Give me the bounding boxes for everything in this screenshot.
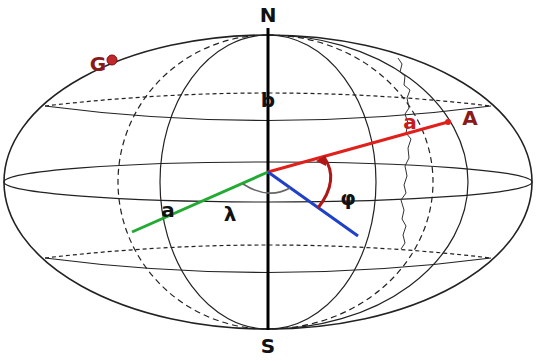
meridian-right [268,35,468,329]
point-label: G [90,54,106,74]
phi-arrowhead [316,155,326,166]
angle-label: φ [340,188,356,208]
angle-label: λ [224,204,237,224]
equatorial-radius [132,172,268,232]
meridian-dashed-right [268,35,433,329]
coastline [398,58,411,249]
pole-label: N [260,5,277,25]
lambda-arc [243,184,290,193]
radius-label: a [161,200,175,220]
radius-to-a [268,122,448,172]
radius-label: a [403,112,417,132]
meridian-radius [268,172,358,236]
point-a [445,119,451,125]
point-label: A [462,108,477,128]
polar-axis [267,28,270,330]
point-g [107,55,117,65]
meridian-dashed-left [118,35,268,329]
axis-label: b [261,90,275,110]
pole-label: S [261,336,275,356]
